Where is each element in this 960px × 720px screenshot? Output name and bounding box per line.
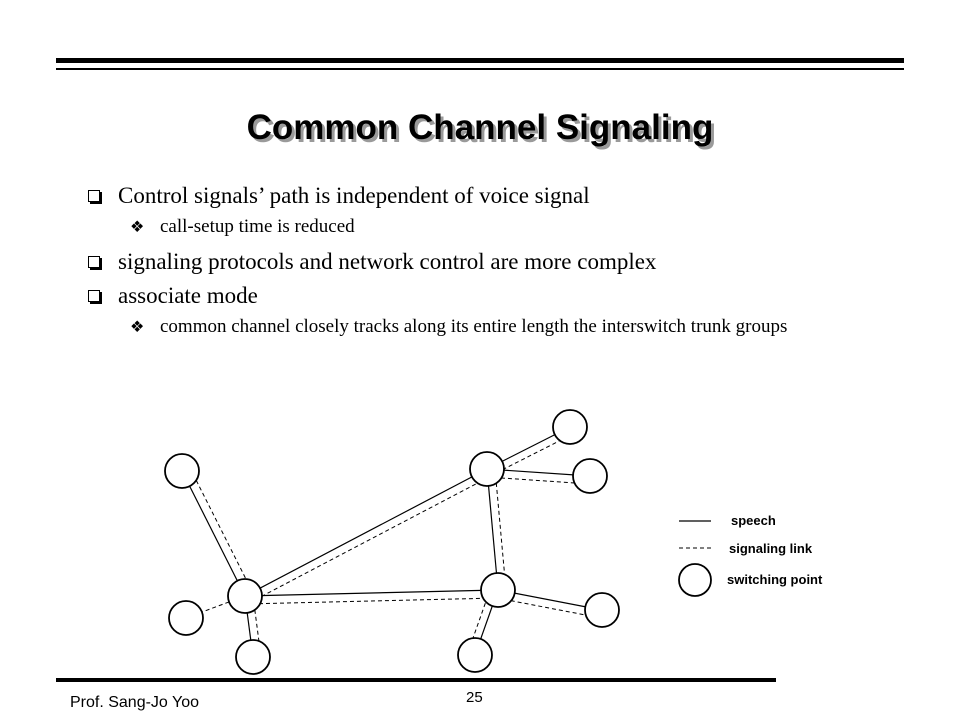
switching-point	[235, 639, 271, 675]
switching-point	[227, 578, 263, 614]
bullet-signaling-protocols: signaling protocols and network control …	[86, 248, 886, 276]
sub-bullet-text: call-setup time is reduced	[160, 216, 355, 237]
legend-switching-label: switching point	[727, 572, 823, 587]
speech-link	[181, 470, 246, 597]
legend-signaling-label: signaling link	[729, 541, 813, 556]
speech-link	[486, 468, 499, 591]
footer-author: Prof. Sang-Jo Yoo	[70, 694, 199, 711]
switching-point	[552, 409, 588, 445]
switching-point	[469, 451, 505, 487]
signaling-link	[486, 476, 591, 485]
switching-point	[572, 458, 608, 494]
switching-point	[168, 600, 204, 636]
bullet-associate-mode: associate mode	[86, 282, 886, 310]
signaling-link	[189, 467, 254, 594]
switching-point	[457, 637, 493, 673]
switching-point	[584, 592, 620, 628]
bullet-list: Control signals’ path is independent of …	[86, 182, 886, 348]
signaling-link	[494, 468, 507, 591]
bottom-rule	[56, 678, 776, 682]
legend-switching-circle	[678, 563, 712, 597]
switching-point	[164, 453, 200, 489]
speech-link	[244, 589, 499, 597]
diamond-bullet-icon: ❖	[130, 319, 145, 336]
page-number: 25	[466, 689, 483, 706]
bullet-control-signals: Control signals’ path is independent of …	[86, 182, 886, 210]
signaling-link	[496, 597, 602, 619]
square-bullet-icon	[88, 256, 100, 268]
top-rule-thick	[56, 58, 904, 63]
square-bullet-icon	[88, 290, 100, 302]
speech-link	[244, 468, 488, 597]
top-rule-thin	[56, 68, 904, 70]
signaling-link	[248, 475, 492, 604]
square-bullet-icon	[88, 190, 100, 202]
bullet-text: signaling protocols and network control …	[118, 249, 657, 274]
sub-bullet-call-setup: ❖ call-setup time is reduced	[86, 216, 886, 238]
legend-speech-label: speech	[731, 513, 776, 528]
sub-bullet-text: common channel closely tracks along its …	[160, 316, 788, 337]
bullet-text: Control signals’ path is independent of …	[118, 183, 590, 208]
signaling-link	[244, 597, 499, 605]
sub-bullet-common-channel: ❖ common channel closely tracks along it…	[86, 316, 880, 338]
slide-title: Common Channel Signaling	[246, 108, 714, 147]
switching-point	[480, 572, 516, 608]
bullet-text: associate mode	[118, 283, 258, 308]
diamond-bullet-icon: ❖	[130, 219, 145, 236]
